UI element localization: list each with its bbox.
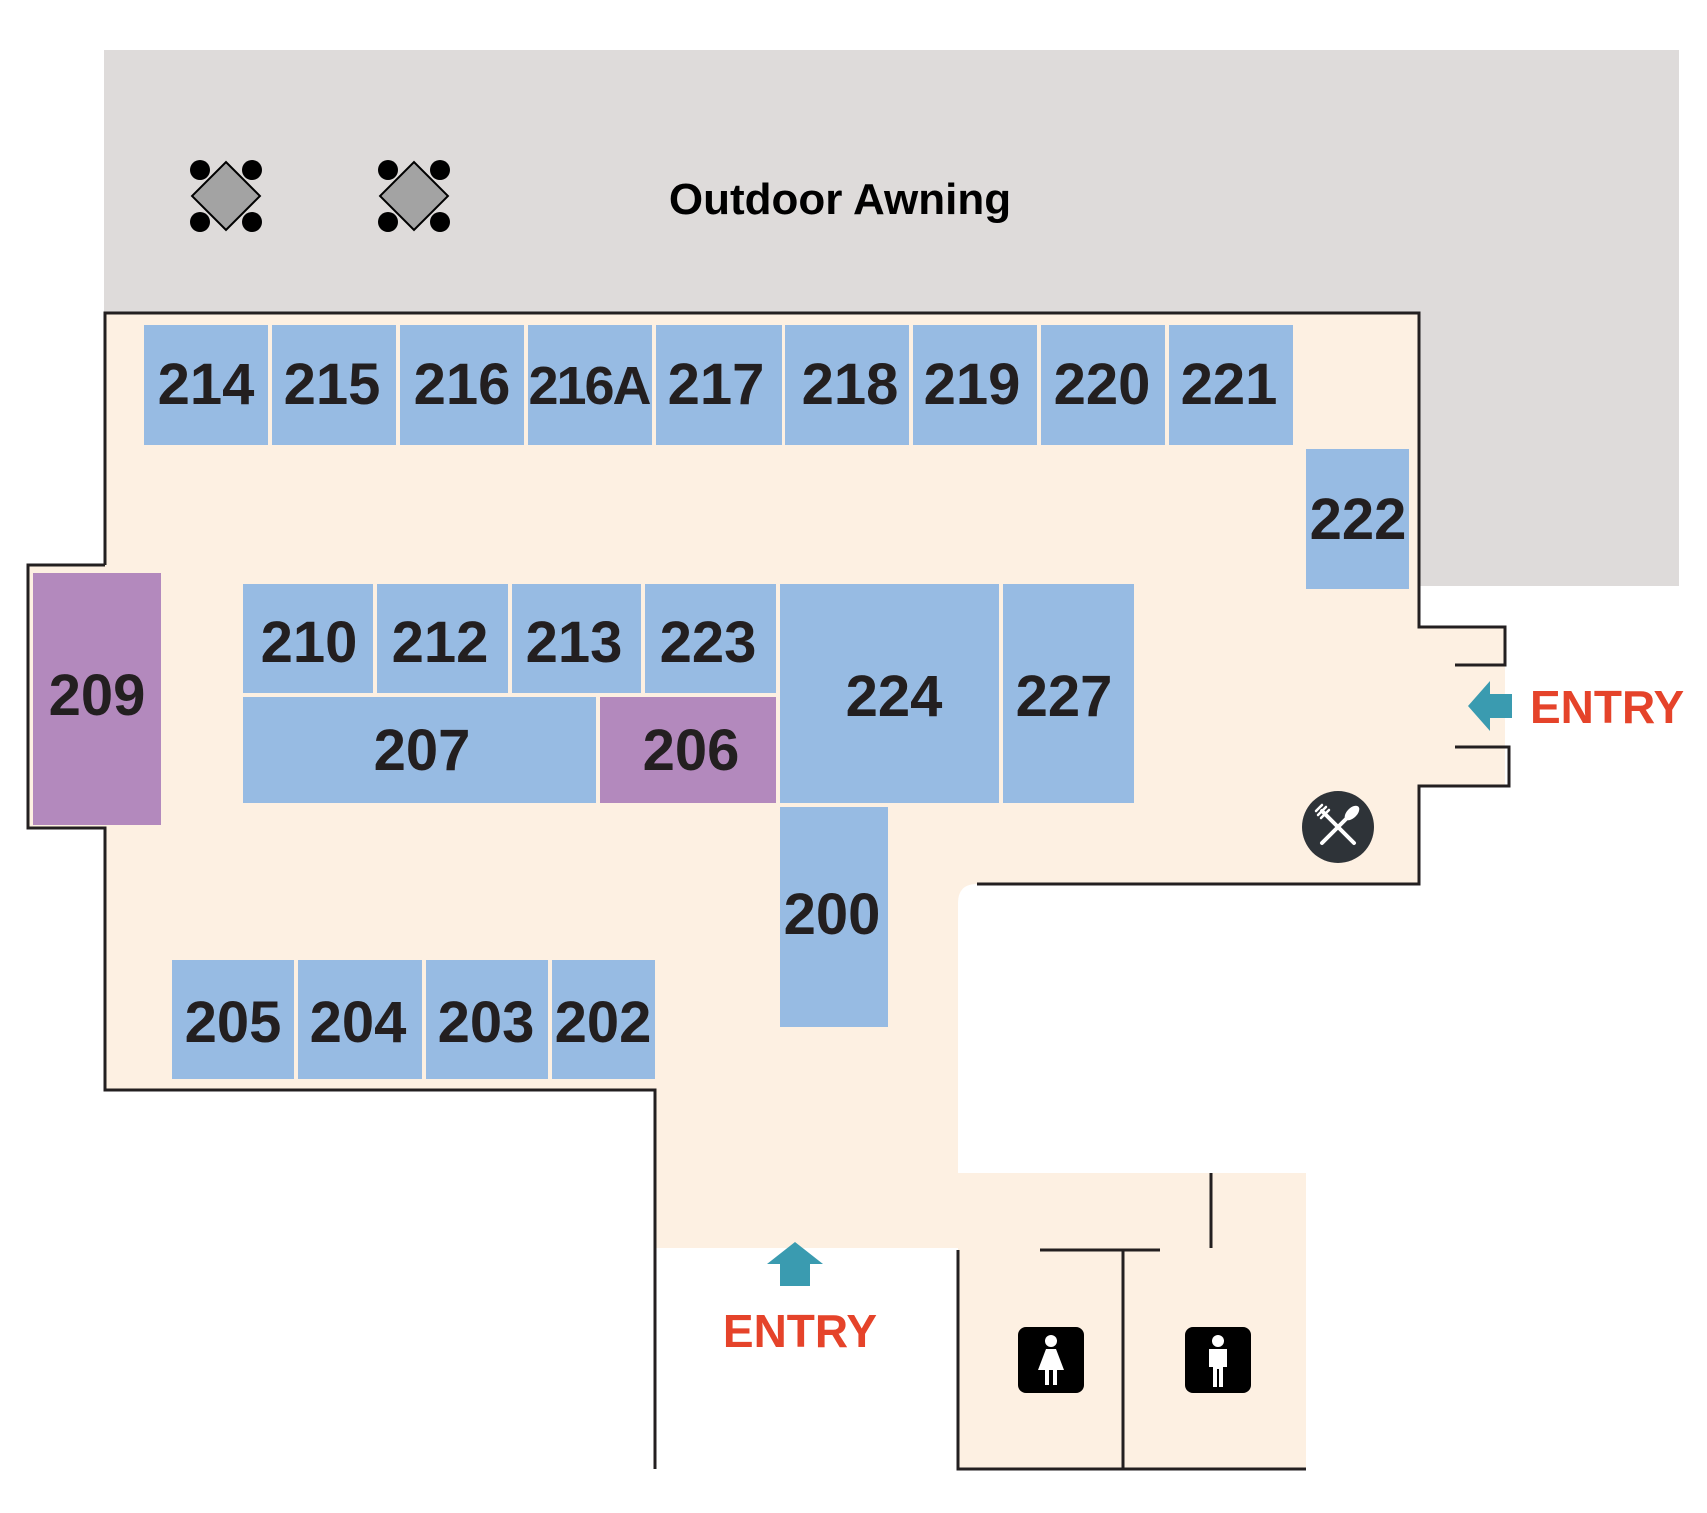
room-number: 217 bbox=[668, 352, 765, 417]
room-number: 212 bbox=[392, 610, 489, 675]
room-223[interactable]: 223 bbox=[645, 584, 776, 693]
room-217[interactable]: 217 bbox=[656, 325, 782, 445]
room-number: 209 bbox=[49, 663, 146, 728]
room-number: 222 bbox=[1310, 487, 1407, 552]
room-213[interactable]: 213 bbox=[512, 584, 641, 693]
east-entry: ENTRY bbox=[1468, 681, 1684, 733]
room-203[interactable]: 203 bbox=[426, 960, 548, 1079]
man-restroom-icon bbox=[1185, 1327, 1251, 1393]
room-number: 210 bbox=[261, 610, 358, 675]
south-entry: ENTRY bbox=[723, 1242, 877, 1357]
room-206[interactable]: 206 bbox=[600, 697, 776, 803]
room-number: 216A bbox=[528, 356, 650, 416]
room-227[interactable]: 227 bbox=[1003, 584, 1134, 803]
room-212[interactable]: 212 bbox=[377, 584, 508, 693]
room-number: 206 bbox=[643, 718, 740, 783]
room-216a[interactable]: 216A bbox=[528, 325, 653, 445]
restroom-floor bbox=[958, 1173, 1306, 1469]
room-214[interactable]: 214 bbox=[144, 325, 268, 445]
room-224[interactable]: 224 bbox=[780, 584, 999, 803]
awning-label: Outdoor Awning bbox=[669, 175, 1011, 224]
room-number: 200 bbox=[784, 882, 881, 947]
room-216[interactable]: 216 bbox=[400, 325, 524, 445]
room-number: 202 bbox=[555, 990, 652, 1055]
room-number: 216 bbox=[414, 352, 511, 417]
room-number: 215 bbox=[284, 352, 381, 417]
room-200[interactable]: 200 bbox=[780, 807, 888, 1027]
room-number: 221 bbox=[1181, 352, 1278, 417]
arrow-left-icon bbox=[1468, 681, 1512, 731]
room-number: 207 bbox=[374, 718, 471, 783]
room-number: 224 bbox=[846, 664, 943, 729]
room-205[interactable]: 205 bbox=[172, 960, 294, 1079]
room-number: 203 bbox=[438, 990, 535, 1055]
entry-label: ENTRY bbox=[723, 1305, 877, 1357]
room-number: 214 bbox=[158, 352, 255, 417]
fork-knife-icon bbox=[1302, 791, 1374, 863]
room-219[interactable]: 219 bbox=[913, 325, 1037, 445]
room-number: 213 bbox=[526, 610, 623, 675]
room-207[interactable]: 207 bbox=[243, 697, 596, 803]
walls bbox=[26, 311, 1511, 1471]
entry-label: ENTRY bbox=[1530, 681, 1684, 733]
room-number: 205 bbox=[185, 990, 282, 1055]
room-210[interactable]: 210 bbox=[243, 584, 373, 693]
woman-restroom-icon bbox=[1018, 1327, 1084, 1393]
arrow-up-icon bbox=[767, 1242, 823, 1286]
table-with-chairs-icon bbox=[190, 160, 262, 232]
room-220[interactable]: 220 bbox=[1041, 325, 1165, 445]
room-number: 227 bbox=[1016, 664, 1113, 729]
table-with-chairs-icon bbox=[378, 160, 450, 232]
room-209[interactable]: 209 bbox=[33, 573, 161, 825]
room-number: 218 bbox=[802, 352, 899, 417]
room-222[interactable]: 222 bbox=[1306, 449, 1409, 589]
room-number: 220 bbox=[1054, 352, 1151, 417]
room-number: 223 bbox=[660, 610, 757, 675]
room-number: 219 bbox=[924, 352, 1021, 417]
room-215[interactable]: 215 bbox=[272, 325, 396, 445]
room-202[interactable]: 202 bbox=[552, 960, 655, 1079]
room-218[interactable]: 218 bbox=[785, 325, 909, 445]
room-204[interactable]: 204 bbox=[298, 960, 422, 1079]
room-221[interactable]: 221 bbox=[1169, 325, 1293, 445]
room-number: 204 bbox=[310, 990, 407, 1055]
